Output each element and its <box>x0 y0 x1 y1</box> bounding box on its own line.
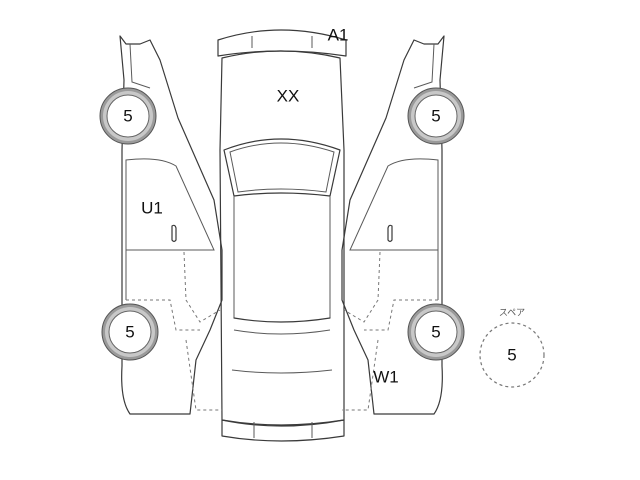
spare-tire-title: スペア <box>498 307 526 318</box>
right-side-view <box>341 35 445 415</box>
tire-rear-left-graphic <box>101 303 159 361</box>
tire-rear-left-value: 5 <box>125 322 135 342</box>
damage-code-right-rear: W1 <box>373 367 399 387</box>
tire-rear-right-graphic <box>407 303 465 361</box>
spare-tire-value: 5 <box>507 345 517 365</box>
tire-front-right-value: 5 <box>431 106 441 126</box>
tire-rear-right-value: 5 <box>431 322 441 342</box>
damage-code-front: A1 <box>327 25 349 45</box>
damage-code-hood: XX <box>276 86 300 106</box>
tire-front-left-graphic <box>99 87 157 145</box>
damage-code-left-door: U1 <box>141 198 163 218</box>
left-side-view <box>119 35 223 415</box>
tire-front-right-graphic <box>407 87 465 145</box>
top-view <box>217 29 347 442</box>
spare-tire-graphic <box>479 322 545 388</box>
tire-front-left-value: 5 <box>123 106 133 126</box>
